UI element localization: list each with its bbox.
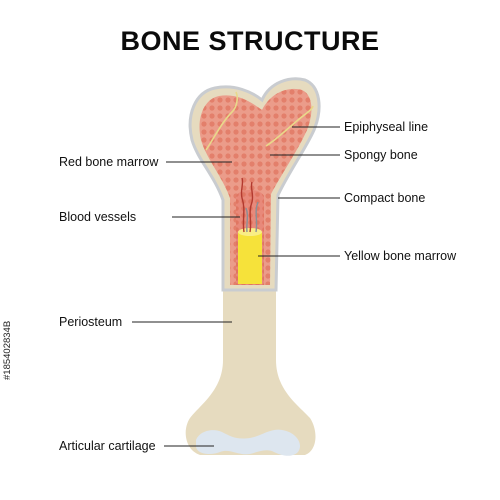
label-compact-bone: Compact bone <box>344 191 426 205</box>
label-spongy-bone: Spongy bone <box>344 148 418 162</box>
blood-vessels <box>240 177 259 233</box>
yellow-bone-marrow <box>238 232 262 284</box>
label-red-bone-marrow: Red bone marrow <box>59 155 159 169</box>
bone-shaft <box>185 282 316 455</box>
stock-id: #185402834B <box>2 320 13 380</box>
diagram-title: BONE STRUCTURE <box>120 26 380 56</box>
label-articular-cartilage: Articular cartilage <box>59 439 156 453</box>
label-yellow-bone-marrow: Yellow bone marrow <box>344 249 457 263</box>
articular-cartilage <box>196 429 301 456</box>
label-blood-vessels: Blood vessels <box>59 210 137 224</box>
epiphyseal-line-right <box>265 105 314 147</box>
leader-lines <box>132 126 340 447</box>
label-periosteum: Periosteum <box>59 315 123 329</box>
label-epiphyseal-line: Epiphyseal line <box>344 120 429 134</box>
epiphyseal-line-left <box>205 91 238 151</box>
